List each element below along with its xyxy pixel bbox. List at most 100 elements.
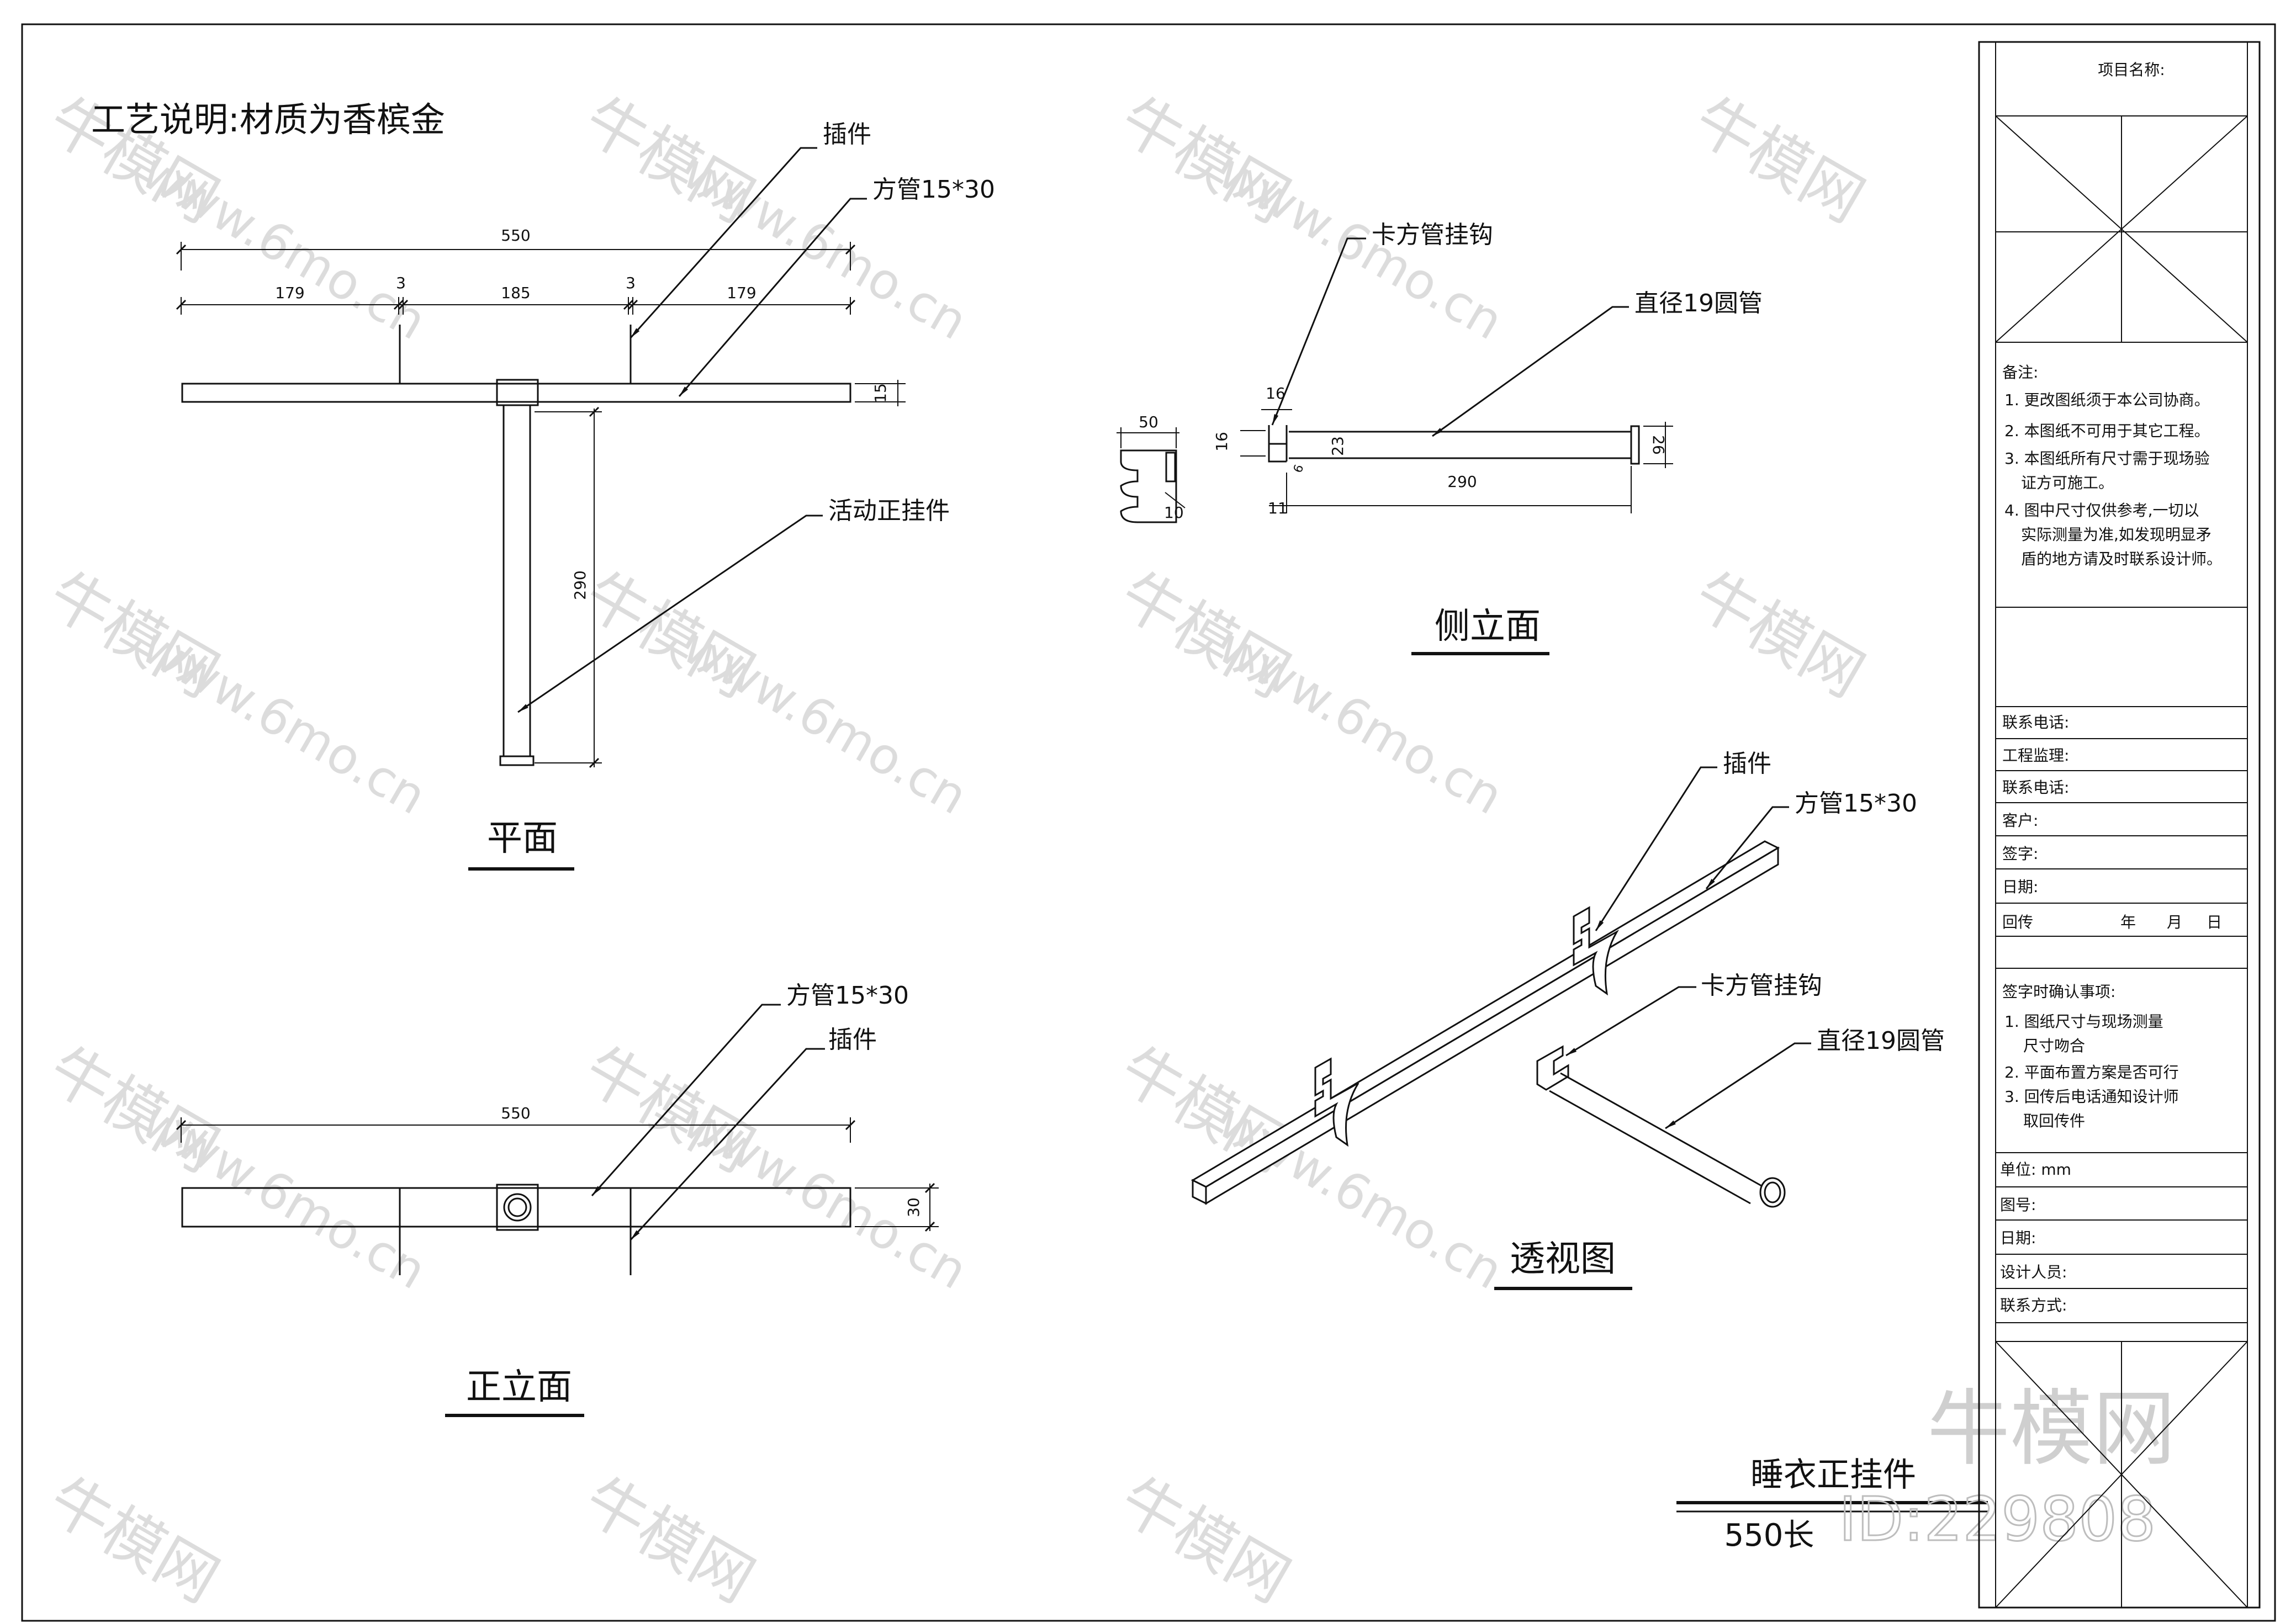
plan-dim-gap1: 3 [396,274,406,292]
side-dim-hook-inner: 23 [1329,436,1347,456]
side-hook [1268,425,1288,463]
plan-connector [496,379,539,406]
watermark-site-7: www.6mo.cn [1209,617,1512,826]
side-dim-tube-dia: 26 [1649,435,1668,455]
watermark-site-11: www.6mo.cn [1209,1092,1512,1301]
side-view: 50 10 16 16 23 6 11 290 26 卡方管挂钩 直径19圆管 … [1117,221,1763,655]
front-dim-overall: 550 [501,1104,530,1122]
side-dim-tube-length: 290 [1447,473,1477,491]
watermark-pattern: 牛模网 www.6mo.cn 牛模网 www.6mo.cn 牛模网 www.6m… [37,84,1876,1616]
plan-square-tube [181,383,851,403]
plan-label-movable-hanger: 活动正挂件 [828,497,950,525]
watermark-brand-large: 牛模网 [1927,1381,2176,1477]
confirm-1b: 尺寸吻合 [2023,1037,2085,1055]
note-4b: 实际测量为准,如发现明显矛 [2021,526,2212,544]
side-label-hook: 卡方管挂钩 [1372,221,1493,249]
plan-title: 平面 [487,818,558,859]
field-contact-method: 联系方式: [2000,1296,2067,1314]
side-label-round-tube: 直径19圆管 [1634,289,1763,317]
perspective-view: 插件 方管15*30 卡方管挂钩 直径19圆管 透视图 [1191,750,1945,1290]
field-date: 日期: [2002,878,2038,896]
front-dim-height: 30 [904,1197,923,1217]
field-client: 客户: [2002,811,2038,830]
perspective-title: 透视图 [1510,1239,1616,1280]
project-name-label: 项目名称: [2098,61,2165,79]
product-length: 550长 [1724,1518,1814,1553]
plan-dim-seg1: 179 [275,284,304,302]
field-designer: 设计人员: [2000,1263,2067,1281]
side-profile [1120,449,1177,523]
side-tube-end [1630,425,1640,465]
perspective-label-round-tube: 直径19圆管 [1817,1027,1945,1055]
perspective-label-insert: 插件 [1723,750,1771,778]
return-month: 月 [2167,913,2182,931]
note-4: 4. 图中尺寸仅供参考,一切以 [2004,501,2199,519]
watermark-site-10: www.6mo.cn [673,1092,977,1301]
front-label-square-tube: 方管15*30 [786,982,909,1010]
perspective-label-hook: 卡方管挂钩 [1701,972,1822,1000]
field-contact-phone-2: 联系电话: [2002,778,2069,797]
side-title: 侧立面 [1435,606,1541,647]
watermark-site-9: www.6mo.cn [132,1092,436,1301]
watermark-brand-14: 牛模网 [1108,1464,1302,1616]
side-dim-hook-side: 16 [1213,432,1231,452]
return-label: 回传 [2002,913,2033,931]
watermark-site-2: www.6mo.cn [673,142,977,351]
note-3b: 证方可施工。 [2021,474,2114,492]
title-block: 项目名称: 备注: 1. 更改图纸须于本公司协商。 2. 本图纸不可用于其它工程… [1978,41,2261,1609]
plan-dim-seg3: 179 [727,284,756,302]
return-year: 年 [2120,913,2136,931]
note-4c: 盾的地方请及时联系设计师。 [2021,550,2222,568]
confirm-3: 3. 回传后电话通知设计师 [2004,1088,2179,1106]
return-day: 日 [2207,913,2222,931]
side-dim-hook-bottom: 11 [1268,499,1288,517]
confirm-3b: 取回传件 [2023,1112,2085,1130]
confirm-title: 签字时确认事项: [2002,983,2115,1001]
perspective-insert-left [1314,1057,1359,1147]
plan-dim-arm: 290 [571,570,589,600]
perspective-square-tube [1191,840,1780,1188]
front-title: 正立面 [466,1367,572,1408]
field-unit: 单位: mm [2000,1160,2071,1179]
side-dim-hook-r: 6 [1291,463,1306,475]
note-2: 2. 本图纸不可用于其它工程。 [2004,422,2210,440]
product-name: 睡衣正挂件 [1750,1456,1916,1494]
note-1: 1. 更改图纸须于本公司协商。 [2004,391,2210,409]
side-dim-profile-slot: 10 [1164,503,1184,522]
watermark-site-1: www.6mo.cn [132,142,436,351]
plan-dim-overall: 550 [501,226,530,245]
plan-label-insert: 插件 [823,120,871,148]
front-square-tube [181,1187,851,1228]
watermark-id: ID:229808 [1839,1484,2156,1555]
product-label: 睡衣正挂件 550长 牛模网 ID:229808 [1676,1381,2176,1556]
notes-title: 备注: [2002,363,2038,381]
plan-label-square-tube: 方管15*30 [872,176,995,204]
field-date-2: 日期: [2000,1229,2036,1247]
perspective-hook [1536,1045,1569,1091]
confirm-1: 1. 图纸尺寸与现场测量 [2004,1012,2163,1031]
front-label-insert: 插件 [828,1026,877,1054]
field-drawing-no: 图号: [2000,1196,2036,1214]
perspective-insert-right [1573,906,1620,996]
sheet-border [21,23,2276,1622]
plan-view: 550 179 3 185 3 179 15 [176,120,995,871]
field-supervisor: 工程监理: [2002,746,2069,765]
plan-dim-height: 15 [871,383,890,403]
note-3: 3. 本图纸所有尺寸需于现场验 [2004,449,2210,468]
front-view: 550 30 方管15*30 插件 正立面 [176,982,939,1417]
watermark-brand-8: 牛模网 [1683,559,1876,711]
front-connector [496,1184,539,1231]
field-signature: 签字: [2002,845,2038,863]
watermark-site-6: www.6mo.cn [673,617,977,826]
field-contact-phone-1: 联系电话: [2002,713,2069,731]
perspective-label-square-tube: 方管15*30 [1795,789,1917,818]
watermark-brand-4: 牛模网 [1683,84,1876,236]
plan-arm-end [499,755,535,766]
plan-dim-seg2: 185 [501,284,530,302]
side-dim-profile-width: 50 [1139,413,1158,431]
watermark-brand-13: 牛模网 [573,1464,766,1616]
process-note: 工艺说明:材质为香槟金 [91,99,445,140]
watermark-site-5: www.6mo.cn [132,617,436,826]
plan-dim-gap2: 3 [626,274,636,292]
